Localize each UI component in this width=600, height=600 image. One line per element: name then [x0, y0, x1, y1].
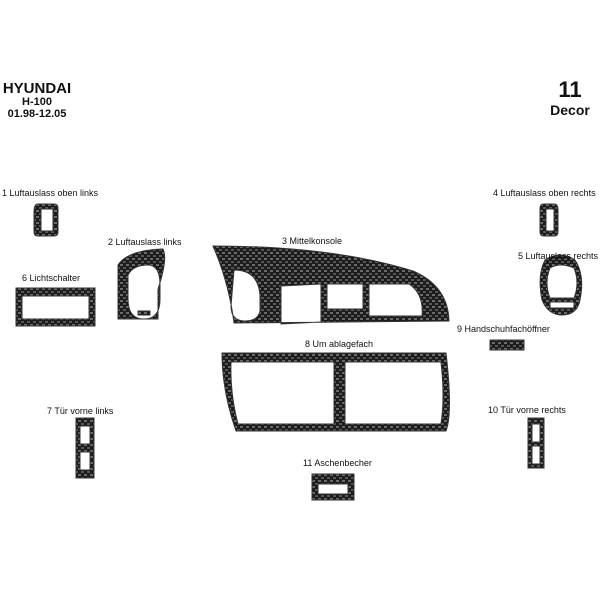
part-9-glovebox-opener: [489, 339, 525, 351]
part-2-vent-left: [117, 248, 166, 320]
part-label-9: 9 Handschuhfachöffner: [457, 324, 550, 334]
part-label-11: 11 Aschenbecher: [303, 458, 372, 468]
part-label-5: 5 Luftauslass rechts: [518, 251, 599, 261]
model-title: H-100: [22, 96, 52, 108]
part-7-door-front-left: [75, 417, 95, 479]
part-6-light-switch: [15, 287, 96, 327]
piece-count: 11: [558, 77, 582, 102]
part-label-10: 10 Tür vorne rechts: [488, 405, 566, 415]
part-label-7: 7 Tür vorne links: [47, 406, 114, 416]
part-11-ashtray: [311, 473, 355, 501]
part-10-door-front-right: [527, 417, 545, 469]
part-8-storage-surround: [221, 352, 450, 432]
part-4-vent-top-right: [539, 203, 559, 237]
part-label-4: 4 Luftauslass oben rechts: [493, 188, 596, 198]
years-label: 01.98-12.05: [7, 108, 67, 120]
part-label-2: 2 Luftauslass links: [108, 237, 182, 247]
make-title: HYUNDAI: [2, 80, 72, 97]
part-label-1: 1 Luftauslass oben links: [2, 188, 99, 198]
part-3-center-console: [212, 245, 450, 325]
part-1-vent-top-left: [33, 203, 59, 237]
part-label-6: 6 Lichtschalter: [22, 273, 81, 283]
kit-type: Decor: [550, 102, 590, 118]
part-5-vent-right: [539, 254, 583, 316]
part-label-8: 8 Um ablagefach: [305, 339, 374, 349]
part-label-3: 3 Mittelkonsole: [282, 236, 343, 246]
